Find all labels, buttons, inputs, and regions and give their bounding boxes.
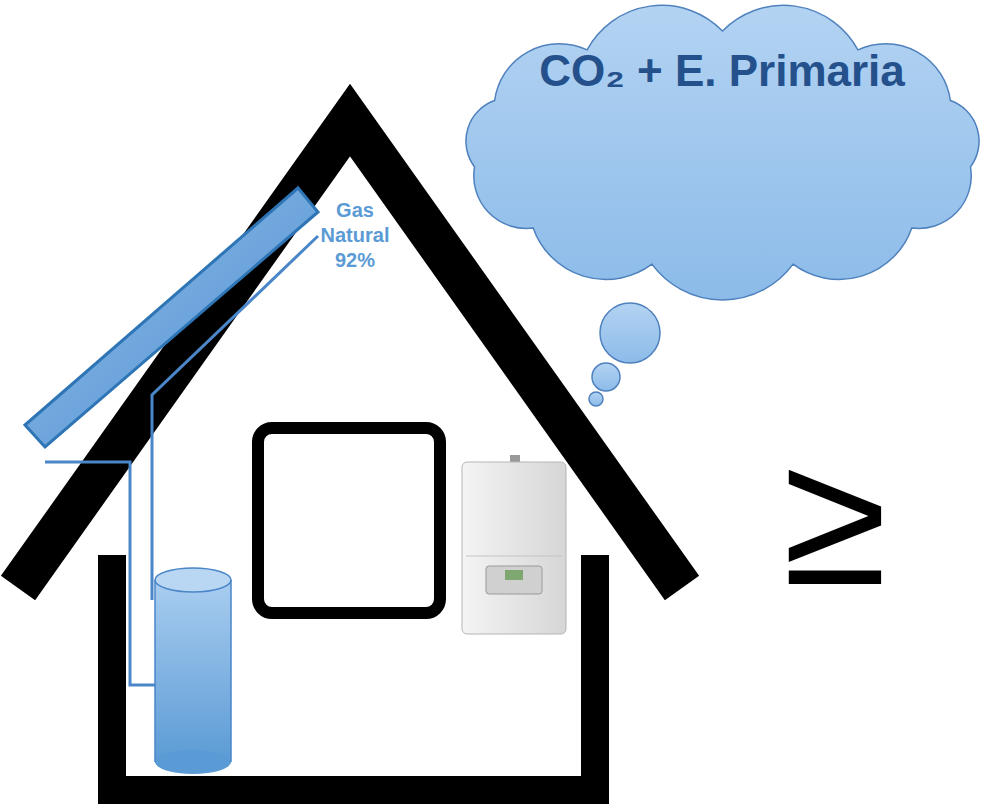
solar-panel (25, 188, 318, 447)
tank-top (155, 568, 231, 592)
comparison-symbol: ≥ (783, 423, 887, 613)
boiler-display (505, 570, 523, 580)
door (258, 428, 440, 613)
tank-body (155, 580, 231, 762)
fuel-label: Gas Natural 92% (309, 198, 401, 273)
boiler-controls (486, 566, 542, 594)
boiler-panel-line (466, 556, 562, 557)
thought-bubble (589, 392, 603, 406)
boiler (462, 462, 566, 634)
thought-cloud: CO₂ + E. Primaria (450, 5, 995, 295)
thought-cloud (466, 5, 979, 300)
tank-side (230, 580, 232, 762)
tank-side (154, 580, 156, 762)
tank-bottom (155, 750, 231, 774)
cloud-text: CO₂ + E. Primaria (539, 43, 905, 98)
thought-bubble (592, 363, 620, 391)
pipe (45, 462, 155, 685)
thought-bubble (600, 303, 660, 363)
